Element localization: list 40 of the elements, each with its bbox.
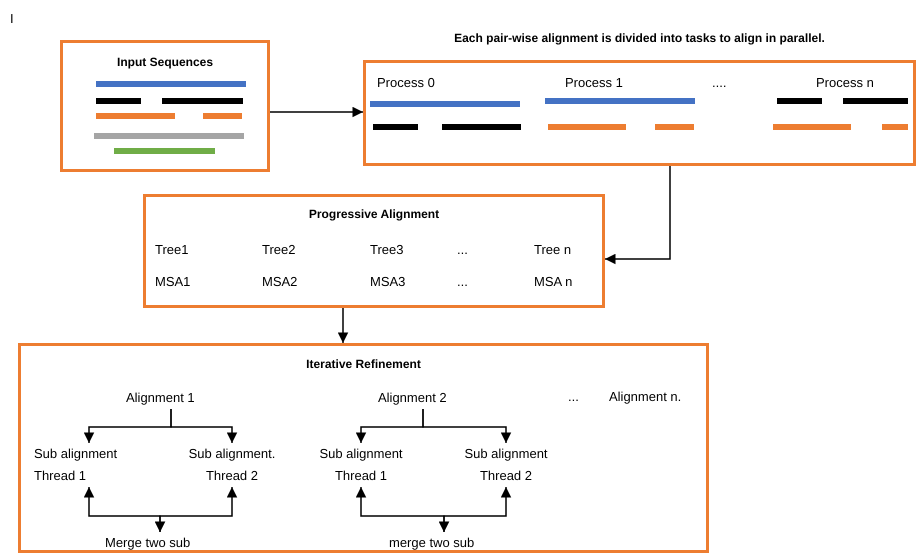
alignment-label: Alignment 1 <box>126 387 216 409</box>
arrow <box>154 487 238 532</box>
merge-label: merge two sub <box>389 532 499 554</box>
page-marker-text: I <box>10 10 14 28</box>
tree-label: Tree1 <box>155 241 188 259</box>
ellipsis-text: .... <box>712 74 726 92</box>
input-box <box>60 40 270 172</box>
arrow <box>338 308 348 343</box>
arrow <box>270 106 363 118</box>
process-label: Process 1 <box>565 74 623 92</box>
box-title: Iterative Refinement <box>305 356 422 373</box>
process-caption: Each pair-wise alignment is divided into tasks to align in parallel. <box>453 30 826 47</box>
iterative-refinement-box <box>18 343 709 553</box>
ellipsis-text: ... <box>457 273 468 291</box>
thread-label: Sub alignment Thread 2 <box>451 443 561 487</box>
thread-label: Sub alignment Thread 1 <box>34 443 144 487</box>
arrow <box>438 487 512 532</box>
alignment-label: Alignment n. <box>609 388 682 406</box>
ellipsis-text: ... <box>457 241 468 259</box>
arrow <box>170 409 238 443</box>
ellipsis-text: ... <box>568 388 579 406</box>
box-title: Input Sequences <box>116 54 214 71</box>
msa-label: MSA3 <box>370 273 406 291</box>
tree-label: Tree3 <box>370 241 404 259</box>
arrow <box>605 166 671 264</box>
msa-label: MSA2 <box>262 273 298 291</box>
merge-label: Merge two sub <box>105 532 215 554</box>
msa-label: MSA1 <box>155 273 190 291</box>
process-label: Process 0 <box>377 74 435 92</box>
tree-label: Tree2 <box>262 241 296 259</box>
thread-label: Sub alignment. Thread 2 <box>177 443 287 487</box>
process-box <box>363 60 916 166</box>
process-label: Process n <box>816 74 874 92</box>
msa-label: MSA n <box>534 273 572 291</box>
alignment-label: Alignment 2 <box>378 387 468 409</box>
thread-label: Sub alignment Thread 1 <box>306 443 416 487</box>
progressive-alignment-box <box>143 194 605 308</box>
arrow <box>422 409 512 443</box>
box-title: Progressive Alignment <box>308 206 440 223</box>
tree-label: Tree n <box>534 241 572 259</box>
